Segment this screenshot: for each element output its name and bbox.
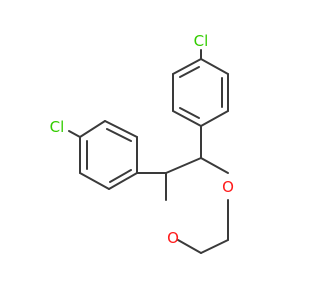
bond bbox=[79, 120, 106, 138]
bond bbox=[172, 58, 202, 75]
chlorine-label-top: Cl bbox=[194, 32, 209, 50]
chlorine-label-left: Cl bbox=[50, 118, 65, 136]
left-chlorophenyl-ring bbox=[79, 120, 138, 190]
bond bbox=[200, 110, 229, 127]
bond bbox=[200, 239, 229, 254]
bond-c-cl-left bbox=[68, 130, 81, 138]
bond bbox=[177, 239, 202, 254]
dioxane-ring bbox=[136, 125, 229, 254]
upper-chlorophenyl-ring bbox=[172, 58, 229, 127]
double-bond-inner bbox=[179, 107, 200, 119]
bond bbox=[165, 157, 202, 174]
double-bond-inner bbox=[106, 128, 132, 142]
bond bbox=[108, 172, 138, 190]
bond bbox=[104, 120, 138, 138]
oxygen-label-bottom: O bbox=[167, 229, 179, 247]
bond bbox=[200, 157, 229, 174]
oxygen-label-right: O bbox=[222, 178, 234, 196]
bond bbox=[200, 58, 229, 75]
structure-canvas: Cl Cl O O bbox=[50, 32, 234, 254]
double-bond-inner bbox=[179, 66, 200, 78]
bond bbox=[172, 110, 202, 127]
bond bbox=[79, 172, 110, 190]
double-bond-inner bbox=[109, 169, 132, 183]
